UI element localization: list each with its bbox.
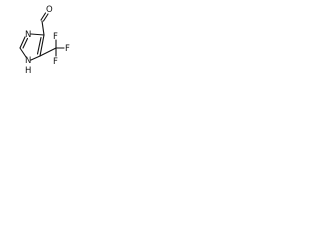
atom-label-aldehyde-oxygen: O (46, 5, 53, 15)
atom-label-fluorine-right: F (65, 44, 70, 54)
atom-label-ring-nitrogen-bottom: N (25, 56, 31, 66)
aldehyde-double-bond (42, 13, 49, 22)
ring-bond-c4-c5-inner (36, 36, 42, 55)
ring-bond-n3-c2-inner (22, 37, 29, 49)
formyl-ring-bond (41, 20, 45, 36)
chemical-structure-diagram: O N N H F F F (19, 5, 70, 76)
bond-group (19, 12, 65, 61)
ring-bond-c4-c5 (39, 34, 45, 57)
ring-bond-c2-n1 (19, 47, 27, 58)
ring-bond-c4-n3 (30, 33, 45, 36)
atom-label-ring-nitrogen-top: N (25, 30, 31, 40)
atom-label-fluorine-top: F (53, 32, 58, 42)
ring-bond-n1-c5 (30, 55, 41, 61)
atom-label-group: O N N H F F F (25, 5, 70, 76)
aldehyde-double-bond-inner (40, 12, 47, 21)
atom-label-ring-nh-hydrogen: H (25, 66, 31, 76)
atom-label-fluorine-bottom: F (53, 57, 58, 67)
ring-bond-n3-c2 (19, 36, 26, 49)
ring-cf3-bond (39, 47, 57, 57)
